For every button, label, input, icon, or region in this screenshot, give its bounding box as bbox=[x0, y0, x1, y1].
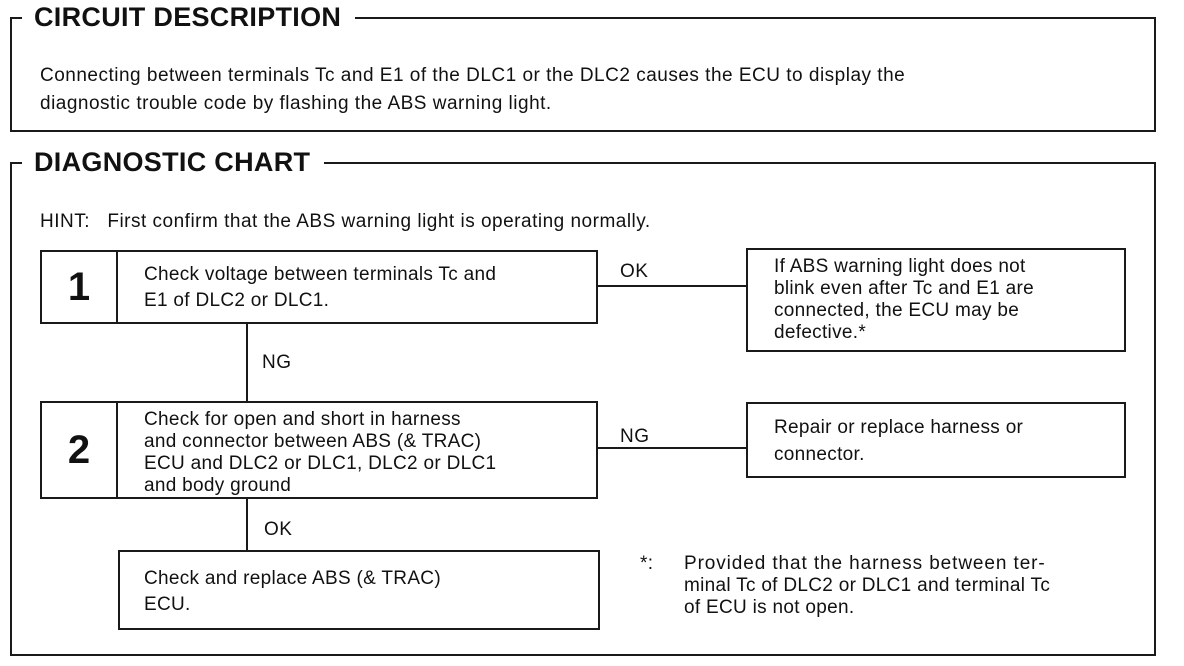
hint-text: HINT: First confirm that the ABS warning… bbox=[40, 211, 651, 232]
circuit-description-section bbox=[10, 17, 1156, 132]
result-1-line-2: blink even after Tc and E1 are bbox=[774, 278, 1035, 299]
label-ok-1: OK bbox=[620, 261, 649, 282]
circuit-description-line-2: diagnostic trouble code by flashing the … bbox=[40, 93, 552, 114]
footnote-line-1: Provided that the harness between ter- bbox=[684, 553, 1046, 574]
footnote-line-3: of ECU is not open. bbox=[684, 597, 855, 618]
step-1-line-2: E1 of DLC2 or DLC1. bbox=[144, 290, 330, 311]
step-2-box: 2 Check for open and short in harness an… bbox=[40, 401, 598, 499]
diagnostic-chart-section bbox=[10, 162, 1156, 656]
footnote-mark: *: bbox=[640, 553, 654, 574]
result-1-line-4: defective.* bbox=[774, 322, 867, 343]
step-2-line-2: and connector between ABS (& TRAC) bbox=[144, 431, 482, 452]
result-2-line-2: connector. bbox=[774, 444, 865, 465]
step-2-line-4: and body ground bbox=[144, 475, 292, 496]
result-3-line-2: ECU. bbox=[144, 594, 191, 615]
step-1-line-1: Check voltage between terminals Tc and bbox=[144, 264, 497, 285]
connector-step2-ng bbox=[598, 447, 746, 449]
label-ok-2: OK bbox=[264, 519, 293, 540]
result-3-box: Check and replace ABS (& TRAC) ECU. bbox=[118, 550, 600, 630]
label-ng-1: NG bbox=[262, 352, 292, 373]
label-ng-2: NG bbox=[620, 426, 650, 447]
connector-step1-ok bbox=[598, 285, 746, 287]
step-1-box: 1 Check voltage between terminals Tc and… bbox=[40, 250, 598, 324]
result-2-line-1: Repair or replace harness or bbox=[774, 417, 1024, 438]
footnote-line-2: minal Tc of DLC2 or DLC1 and terminal Tc bbox=[684, 575, 1051, 596]
step-2-number: 2 bbox=[42, 403, 118, 497]
step-1-number: 1 bbox=[42, 252, 118, 322]
step-2-line-1: Check for open and short in harness bbox=[144, 409, 461, 430]
result-2-box: Repair or replace harness or connector. bbox=[746, 402, 1126, 478]
connector-step1-ng bbox=[246, 324, 248, 401]
result-3-line-1: Check and replace ABS (& TRAC) bbox=[144, 568, 441, 589]
connector-step2-ok bbox=[246, 499, 248, 550]
circuit-description-title: CIRCUIT DESCRIPTION bbox=[22, 2, 356, 32]
diagnostic-chart-title: DIAGNOSTIC CHART bbox=[22, 147, 325, 177]
result-1-line-1: If ABS warning light does not bbox=[774, 256, 1026, 277]
circuit-description-line-1: Connecting between terminals Tc and E1 o… bbox=[40, 65, 906, 86]
result-1-line-3: connected, the ECU may be bbox=[774, 300, 1020, 321]
result-1-box: If ABS warning light does not blink even… bbox=[746, 248, 1126, 352]
step-2-line-3: ECU and DLC2 or DLC1, DLC2 or DLC1 bbox=[144, 453, 497, 474]
